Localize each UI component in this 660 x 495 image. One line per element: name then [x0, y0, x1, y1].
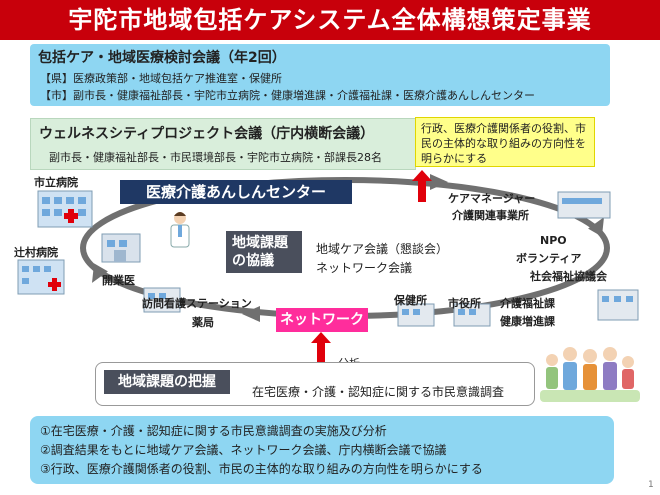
council-line1: 【県】医療政策部・地域包括ケア推進室・保健所 — [40, 72, 282, 85]
step-1: ①在宅医療・介護・認知症に関する市民意識調査の実施及び分析 — [40, 424, 387, 438]
issue-grasp-label: 地域課題の把握 — [104, 370, 230, 394]
tsujimura-hospital-building-icon — [17, 259, 65, 295]
node-health-center: 保健所 — [394, 294, 427, 307]
node-visiting-nurse: 訪問看護ステーション — [142, 297, 252, 310]
node-care-welfare: 介護福祉課 — [500, 297, 555, 310]
meeting-community-care: 地域ケア会議（懇談会） — [316, 242, 449, 256]
node-city-hospital: 市立病院 — [34, 176, 78, 189]
issue-label-line2: の協議 — [232, 253, 274, 269]
node-care-provider: 介護関連事業所 — [452, 209, 529, 222]
node-volunteer: ボランティア — [516, 252, 582, 265]
care-provider-building-icon — [557, 191, 611, 219]
visiting-nurse-building-icon — [143, 287, 181, 313]
wellness-heading: ウェルネスシティプロジェクト会議（庁内横断会議） — [39, 126, 375, 142]
ring-arrowhead — [92, 263, 108, 283]
council-heading: 包括ケア・地域医療検討会議（年2回） — [38, 50, 286, 66]
issue-label-line1: 地域課題 — [232, 235, 288, 251]
social-welfare-building-icon — [597, 289, 639, 321]
citizen-survey-text: 在宅医療・介護・認知症に関する市民意識調査 — [252, 385, 505, 399]
ring-arrowhead — [588, 217, 604, 237]
network-label: ネットワーク — [276, 308, 368, 332]
clinic-building-icon — [101, 233, 141, 263]
city-hospital-building-icon — [37, 190, 93, 228]
node-social-welfare: 社会福祉協議会 — [530, 270, 607, 283]
page-title: 宇陀市地域包括ケアシステム全体構想策定事業 — [0, 0, 660, 40]
node-care-manager: ケアマネージャー — [448, 192, 536, 205]
node-health-promotion: 健康増進課 — [500, 315, 555, 328]
up-arrow-bottom — [311, 332, 331, 368]
citizens-group-icon — [540, 347, 640, 402]
node-tsujimura-hospital: 辻村病院 — [14, 246, 58, 259]
issue-discussion-label: 地域課題 の協議 — [226, 231, 302, 273]
meeting-network: ネットワーク会議 — [316, 261, 413, 275]
ring-arrowhead — [430, 174, 448, 190]
node-pharmacy: 薬局 — [192, 316, 214, 329]
step-3: ③行政、医療介護関係者の役割、市民の主体的な取り組みの方向性を明らかにする — [40, 462, 483, 476]
council-box: 包括ケア・地域医療検討会議（年2回） 【県】医療政策部・地域包括ケア推進室・保健… — [30, 44, 610, 106]
city-office-building-icon — [453, 303, 491, 327]
health-center-building-icon — [397, 303, 435, 327]
role-note: 行政、医療介護関係者の役割、市民の主体的な取り組みの方向性を明らかにする — [415, 117, 595, 167]
wellness-box: ウェルネスシティプロジェクト会議（庁内横断会議） 副市長・健康福祉部長・市民環境… — [30, 118, 416, 170]
node-npo: NPO — [540, 234, 567, 247]
doctor-icon — [170, 212, 190, 248]
page-number: 1 — [648, 480, 654, 490]
step-2: ②調査結果をもとに地域ケア会議、ネットワーク会議、庁内横断会議で協議 — [40, 443, 447, 457]
council-line2: 【市】副市長・健康福祉部長・宇陀市立病院・健康増進課・介護福祉課・医療介護あんし… — [40, 89, 535, 102]
steps-box: ①在宅医療・介護・認知症に関する市民意識調査の実施及び分析 ②調査結果をもとに地… — [30, 416, 614, 484]
wellness-members: 副市長・健康福祉部長・市民環境部長・宇陀市立病院・部課長28名 — [49, 151, 382, 164]
center-label: 医療介護あんしんセンター — [120, 180, 352, 204]
ring-arrowhead — [242, 306, 260, 322]
node-city-office: 市役所 — [448, 297, 481, 310]
up-arrow-top — [412, 170, 432, 202]
node-gp: 開業医 — [102, 274, 135, 287]
